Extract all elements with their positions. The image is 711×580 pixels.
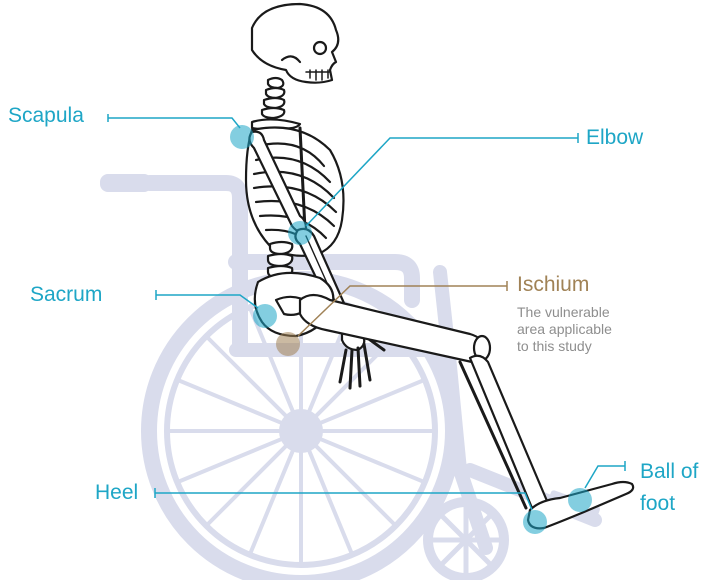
ischium-note-line-3: to this study bbox=[517, 338, 612, 355]
tibia bbox=[470, 356, 550, 522]
label-heel: Heel bbox=[95, 481, 138, 505]
label-scapula: Scapula bbox=[8, 104, 84, 128]
label-ball-of-foot-line-1: Ball of bbox=[640, 456, 698, 488]
ischium-note-line-1: The vulnerable bbox=[517, 304, 612, 321]
wheel-spoke bbox=[206, 447, 285, 526]
scapula-point bbox=[230, 125, 254, 149]
wheel-spoke bbox=[321, 380, 424, 423]
label-ball-of-foot: Ball of foot bbox=[640, 456, 698, 520]
label-sacrum: Sacrum bbox=[30, 283, 102, 307]
skull bbox=[252, 4, 338, 83]
ischium-point bbox=[276, 332, 300, 356]
label-ischium: Ischium bbox=[517, 273, 589, 297]
wheel-spoke bbox=[177, 439, 280, 482]
label-ball-of-foot-line-2: foot bbox=[640, 488, 698, 520]
wheelchair-caster-wheel bbox=[428, 502, 504, 578]
cervical-spine bbox=[262, 78, 284, 118]
wheel-spoke bbox=[309, 451, 352, 554]
ball-of-foot-point bbox=[568, 488, 592, 512]
ischium-note: The vulnerable area applicable to this s… bbox=[517, 304, 612, 355]
ischium-note-line-2: area applicable bbox=[517, 321, 612, 338]
elbow-leader bbox=[306, 133, 578, 226]
scapula-leader bbox=[108, 114, 240, 128]
wheel-spoke bbox=[317, 447, 396, 526]
label-elbow: Elbow bbox=[586, 126, 643, 150]
wheel-spoke bbox=[321, 439, 424, 482]
wheel-spoke bbox=[250, 451, 293, 554]
wheel-spoke bbox=[177, 380, 280, 423]
elbow-point bbox=[288, 221, 312, 245]
heel-point bbox=[523, 510, 547, 534]
